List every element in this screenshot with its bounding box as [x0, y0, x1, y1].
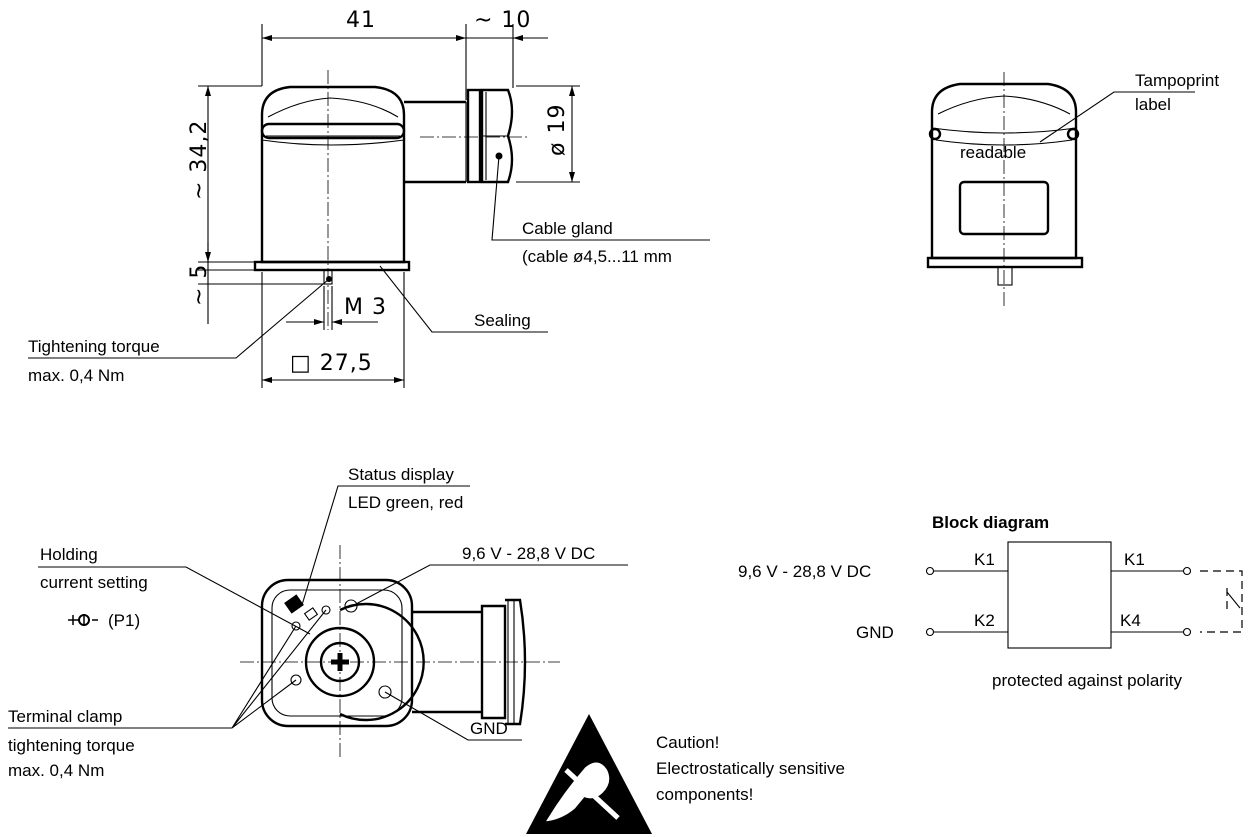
top-view: Status display LED green, red Holding cu… — [8, 465, 628, 780]
torque-label: Tightening torque — [28, 337, 160, 356]
gnd-terminal-label: GND — [470, 719, 508, 738]
sealing-label: Sealing — [474, 311, 531, 330]
dim-gland-10: ~ 10 — [474, 8, 531, 33]
caution-text-line3: components! — [656, 785, 753, 804]
block-k2-in: K2 — [974, 611, 995, 630]
front-view: Tampoprint label readable — [926, 71, 1219, 308]
block-polarity-note: protected against polarity — [992, 671, 1182, 690]
side-view: 41 ~ 10 ~ 34,2 ø 19 ~ 5 M 3 □ 27,5 — [28, 8, 710, 388]
status-display-label: Status display — [348, 465, 454, 484]
dim-width-41: 41 — [346, 8, 376, 33]
p1-label: (P1) — [108, 611, 140, 630]
dim-flange-5: ~ 5 — [187, 264, 212, 306]
potentiometer-icon — [68, 614, 98, 626]
tampoprint-label: Tampoprint — [1135, 71, 1219, 90]
block-input-gnd: GND — [856, 623, 894, 642]
readable-label: readable — [960, 143, 1026, 162]
block-k1-in: K1 — [974, 550, 995, 569]
top-gland — [480, 604, 507, 720]
caution-text-line2: Electrostatically sensitive — [656, 759, 845, 778]
terminal-torque-label: tightening torque — [8, 736, 135, 755]
terminal-clamp-label: Terminal clamp — [8, 707, 122, 726]
holding-label: Holding — [40, 545, 98, 564]
holding-setting-label: current setting — [40, 573, 148, 592]
side-slot — [260, 122, 406, 140]
torque-value: max. 0,4 Nm — [28, 366, 124, 385]
block-k1-out: K1 — [1124, 550, 1145, 569]
top-housing-outline — [260, 578, 414, 728]
dim-thread-m3: M 3 — [344, 295, 387, 320]
block-diagram-title: Block diagram — [932, 513, 1049, 532]
block-box — [1007, 541, 1112, 649]
dim-height-34: ~ 34,2 — [187, 120, 212, 200]
block-diagram: Block diagram 9,6 V - 28,8 V DC GND K1 K… — [738, 513, 1243, 690]
tampoprint-label-2: label — [1135, 95, 1171, 114]
cable-gland-spec: (cable ø4,5...11 mm — [522, 247, 672, 266]
dim-square-275: □ 27,5 — [290, 351, 373, 376]
caution-title: Caution! — [656, 733, 719, 752]
side-housing-top-curve — [267, 97, 399, 118]
block-k4-out: K4 — [1120, 611, 1141, 630]
side-cable-extension — [404, 100, 466, 184]
side-housing-outline — [260, 85, 406, 264]
status-display-led: LED green, red — [348, 493, 463, 512]
cable-gland-label: Cable gland — [522, 219, 613, 238]
dim-dia-19: ø 19 — [545, 104, 570, 156]
side-gland-nut — [480, 88, 514, 184]
esd-warning: Caution! Electrostatically sensitive com… — [526, 714, 845, 834]
voltage-terminal-label: 9,6 V - 28,8 V DC — [462, 544, 595, 563]
block-input-voltage: 9,6 V - 28,8 V DC — [738, 562, 871, 581]
side-housing-shoulder — [261, 139, 405, 146]
terminal-torque-value: max. 0,4 Nm — [8, 761, 104, 780]
front-flange — [926, 256, 1084, 269]
front-housing-outline — [930, 82, 1078, 260]
side-gland-base — [466, 88, 482, 184]
